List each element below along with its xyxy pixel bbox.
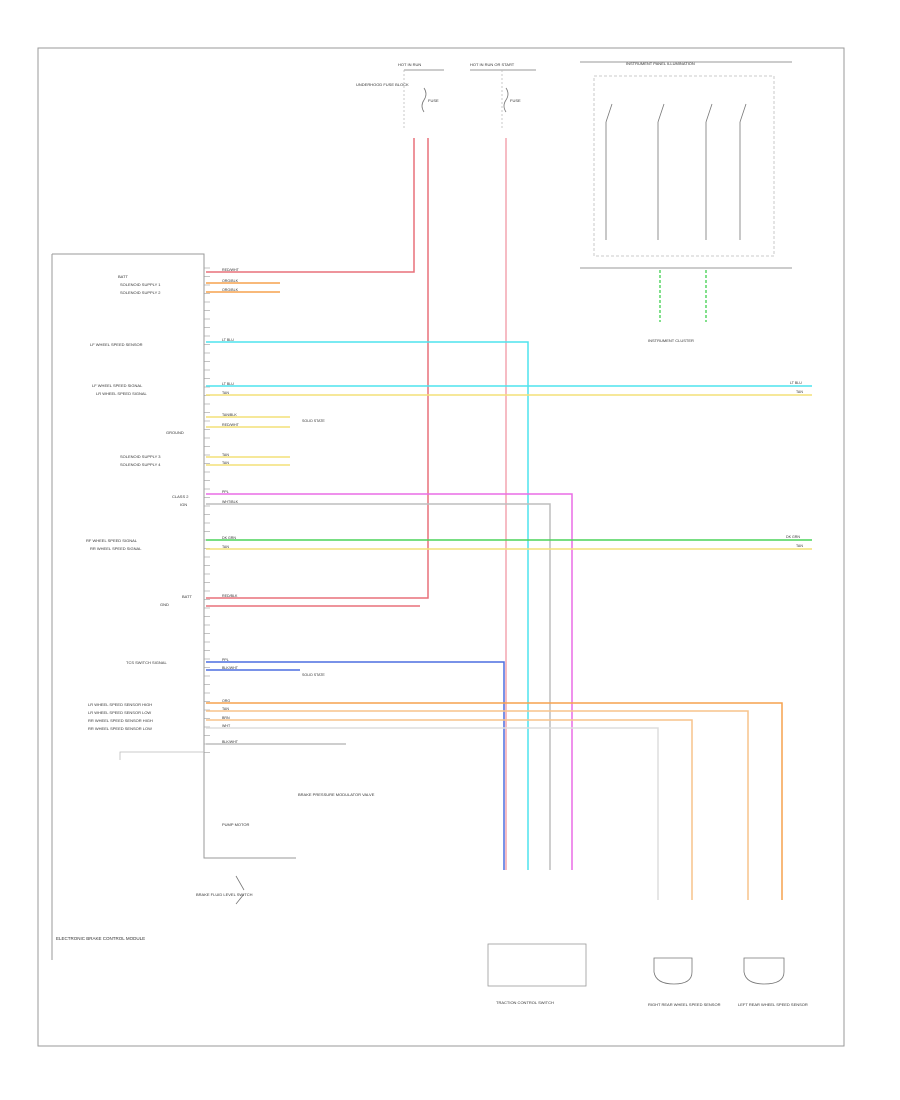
ground-text: SOLID STATE [302, 419, 325, 423]
pin-label-9: SOLENOID SUPPLY 4 [120, 462, 161, 467]
wire-label-5: LT BLU [222, 382, 234, 386]
hot-run-left-label: HOT IN RUN [398, 62, 421, 67]
wire-label-19: ORG [222, 699, 230, 703]
wire-label-10: TAN [222, 461, 229, 465]
wire-tcs-blue [206, 661, 505, 870]
wires [206, 138, 812, 900]
right-label-dk-grn: DK GRN [786, 535, 800, 539]
brake-fluid-switch-icon [235, 875, 245, 905]
right-label-tan: TAN [796, 390, 803, 394]
ebcm-pin-labels: BATT SOLENOID SUPPLY 1 SOLENOID SUPPLY 2… [86, 274, 192, 731]
rr-sensor-icon [653, 957, 693, 985]
wire-label-17: BLK/WHT [222, 666, 239, 670]
lr-sensor-label: LEFT REAR WHEEL SPEED SENSOR [738, 1002, 808, 1007]
wire-labels: RED/WHT ORG/BLK ORG/BLK LT BLU LT BLU TA… [222, 268, 325, 744]
right-label-lt-blu: LT BLU [790, 381, 802, 385]
wire-rr-high-orange [206, 719, 693, 900]
brake-pressure-modulator-label: BRAKE PRESSURE MODULATOR VALVE [298, 792, 375, 797]
wire-label-8: RED/WHT [222, 423, 240, 427]
pump-motor-label: PUMP MOTOR [222, 822, 250, 827]
wire-batt-red [206, 138, 415, 273]
traction-switch-box [487, 943, 587, 987]
fuse-left-label: FUSE [428, 98, 439, 103]
wire-label-18: BLK/WHT [222, 740, 239, 744]
fuse-right-label: FUSE [510, 98, 521, 103]
wire-label-6: TAN [222, 391, 229, 395]
wire-label-9: TAN [222, 453, 229, 457]
fuse-block-group: HOT IN RUN HOT IN RUN OR START UNDERHOOD… [356, 62, 536, 130]
pin-label-2: SOLENOID SUPPLY 1 [120, 282, 161, 287]
pin-label-18: LR WHEEL SPEED SENSOR LOW [88, 710, 151, 715]
pin-label-16: TCS SWITCH SIGNAL [126, 660, 167, 665]
pin-label-19: RR WHEEL SPEED SENSOR HIGH [88, 718, 153, 723]
brake-fluid-switch-label: BRAKE FLUID LEVEL SWITCH [196, 892, 253, 897]
wire-lf-cyan [206, 341, 529, 870]
ip-switch-icons [605, 103, 747, 240]
pin-label-6: LR WHEEL SPEED SIGNAL [96, 391, 148, 396]
fuse-block-label: UNDERHOOD FUSE BLOCK [356, 82, 409, 87]
pin-label-13: RR WHEEL SPEED SIGNAL [90, 546, 142, 551]
wire-class2-magenta [206, 493, 573, 870]
ip-inner-dashed [593, 75, 775, 257]
wire-label-13: DK GRN [222, 536, 236, 540]
wire-label-14: TAN [222, 545, 229, 549]
bottom-components: TRACTION CONTROL SWITCH RIGHT REAR WHEEL… [487, 943, 808, 1007]
pin-label-15: GND [160, 602, 169, 607]
hot-run-right-label: HOT IN RUN OR START [470, 62, 515, 67]
wire-label-4: LT BLU [222, 338, 234, 342]
right-label-tan2: TAN [796, 544, 803, 548]
wire-label-11: PPL [222, 490, 229, 494]
pin-label-11: IGN [180, 502, 187, 507]
pin-label-8: SOLENOID SUPPLY 3 [120, 454, 161, 459]
wire-label-22: WHT [222, 724, 231, 728]
rr-sensor-label: RIGHT REAR WHEEL SPEED SENSOR [648, 1002, 721, 1007]
instrument-cluster-label: INSTRUMENT CLUSTER [648, 338, 694, 343]
pin-label-10: CLASS 2 [172, 494, 189, 499]
wire-label-1: RED/WHT [222, 268, 240, 272]
lr-sensor-icon [743, 957, 785, 985]
right-edge-labels: LT BLU TAN DK GRN TAN [786, 381, 803, 548]
traction-switch-label: TRACTION CONTROL SWITCH [496, 1000, 554, 1005]
pin-label-1: BATT [118, 274, 128, 279]
wire-label-12: WHT/BLK [222, 500, 239, 504]
pin-label-20: RR WHEEL SPEED SENSOR LOW [88, 726, 152, 731]
ebcm-outline [52, 253, 296, 859]
pin-label-4: LF WHEEL SPEED SENSOR [90, 342, 143, 347]
ebcm-name: ELECTRONIC BRAKE CONTROL MODULE [56, 936, 145, 941]
connector-pin-ticks [204, 267, 210, 753]
wire-label-7: TAN/BLK [222, 413, 237, 417]
ebcm-module: ELECTRONIC BRAKE CONTROL MODULE BRAKE PR… [51, 253, 375, 960]
wire-ign-gray [206, 503, 551, 870]
instrument-panel-box: INSTRUMENT PANEL ILLUMINATION INSTRUMENT… [580, 61, 792, 343]
diagram-frame [37, 47, 845, 1047]
pin-label-17: LR WHEEL SPEED SENSOR HIGH [88, 702, 152, 707]
wire-lr-low-orange [206, 710, 749, 900]
ground-text-2: SOLID STATE [302, 673, 325, 677]
pin-label-3: SOLENOID SUPPLY 2 [120, 290, 161, 295]
wire-label-2: ORG/BLK [222, 279, 239, 283]
pin-label-12: RF WHEEL SPEED SIGNAL [86, 538, 138, 543]
wire-label-15: RED/BLK [222, 594, 238, 598]
ip-green-leads [659, 270, 707, 322]
wire-label-20: TAN [222, 707, 229, 711]
pin-label-14: BATT [182, 594, 192, 599]
wire-label-3: ORG/BLK [222, 288, 239, 292]
fuse-left-icon [421, 87, 427, 113]
fuse-right-icon [503, 87, 509, 113]
wire-lr-high-orange [206, 702, 783, 900]
wire-label-16: PPL [222, 658, 229, 662]
wire-batt2-red [206, 138, 429, 599]
wire-rr-low-gray [206, 727, 659, 900]
wire-label-21: BRN [222, 716, 230, 720]
ebcm-inner-bracket [119, 751, 204, 760]
pin-label-5: LF WHEEL SPEED SIGNAL [92, 383, 143, 388]
instrument-panel-title: INSTRUMENT PANEL ILLUMINATION [626, 61, 695, 66]
pin-label-7: GROUND [166, 430, 184, 435]
